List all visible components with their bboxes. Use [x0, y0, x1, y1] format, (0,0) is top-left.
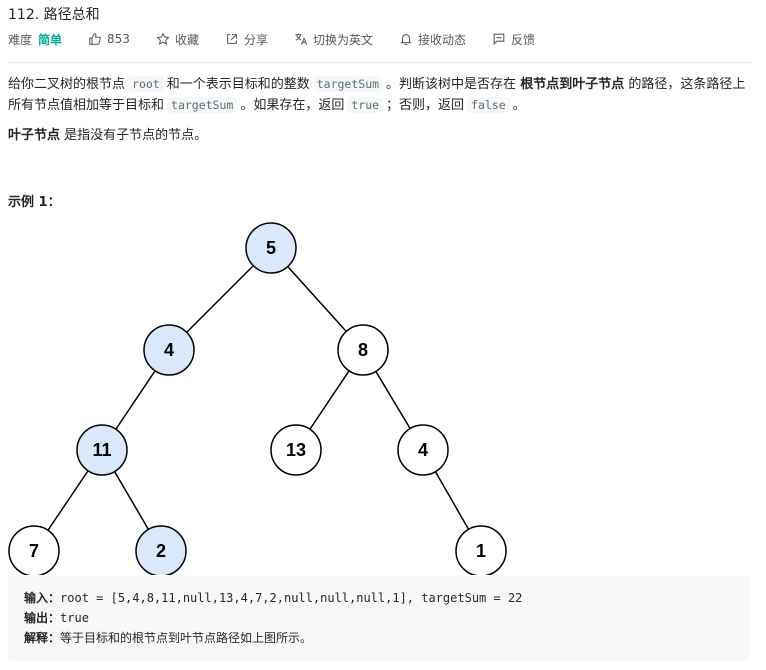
- tree-node-circle: [337, 324, 389, 376]
- desc-text: 给你二叉树的根节点: [8, 77, 126, 92]
- code-root: root: [128, 76, 164, 92]
- tree-node-value: 8: [358, 340, 368, 360]
- code-targetsum-2: targetSum: [167, 97, 238, 113]
- code-true: true: [347, 97, 384, 113]
- difficulty-badge: 简单: [38, 32, 63, 47]
- tree-node-circle: [455, 525, 507, 575]
- explain-label: 解释：: [24, 631, 61, 645]
- tree-node: 2: [135, 525, 187, 575]
- tree-node: 13: [270, 424, 322, 476]
- tree-node-value: 11: [92, 440, 111, 460]
- feedback-icon: [493, 33, 505, 46]
- output-label: 输出：: [24, 611, 61, 625]
- example-output-line: 输出：true: [24, 609, 89, 626]
- tree-node: 11: [76, 424, 128, 476]
- notify-button[interactable]: 接收动态: [399, 31, 466, 48]
- desc-text: 和一个表示目标和的整数: [166, 77, 310, 92]
- problem-title: 112. 路径总和: [8, 7, 100, 23]
- tree-node-circle: [8, 525, 60, 575]
- example-title: 示例 1：: [8, 195, 61, 210]
- description-paragraph-2: 叶子节点 是指没有子节点的节点。: [8, 125, 756, 146]
- tree-node-value: 1: [476, 541, 486, 561]
- tree-node: 4: [397, 424, 449, 476]
- input-value: root = [5,4,8,11,null,13,4,7,2,null,null…: [60, 591, 523, 605]
- bell-icon: [400, 34, 412, 46]
- desc-bold-path: 根节点到叶子节点: [520, 77, 625, 92]
- example-input-line: 输入：root = [5,4,8,11,null,13,4,7,2,null,n…: [24, 589, 522, 606]
- code-false: false: [467, 97, 510, 113]
- share-button[interactable]: 分享: [225, 31, 268, 48]
- tree-node: 7: [8, 525, 60, 575]
- tree-node-value: 7: [29, 541, 39, 561]
- tree-node-value: 4: [164, 340, 174, 360]
- feedback-button[interactable]: 反馈: [492, 31, 535, 48]
- favorite-button[interactable]: 收藏: [156, 31, 199, 48]
- desc-text: 的路径，这条路径上所有节点值相加等于目标和: [8, 77, 746, 113]
- binary-tree-diagram: 5 4 8 11 13 4 7 2 1: [8, 222, 507, 575]
- problem-meta-bar: 难度 简单 853 收藏 分享 切换为英文 接收动态 反馈: [8, 30, 561, 48]
- like-button[interactable]: 853: [88, 32, 130, 46]
- output-value: true: [60, 611, 89, 625]
- header-divider: [8, 62, 752, 63]
- tree-node-circle: [245, 222, 297, 274]
- tree-node-value: 4: [418, 440, 428, 460]
- desc-text: 。判断该树中是否存在: [386, 77, 517, 92]
- notify-label: 接收动态: [417, 32, 466, 47]
- share-icon: [227, 34, 237, 44]
- input-label: 输入：: [24, 591, 61, 605]
- share-label: 分享: [243, 32, 268, 47]
- tree-node: 1: [455, 525, 507, 575]
- feedback-label: 反馈: [511, 32, 536, 47]
- star-icon: [156, 32, 170, 45]
- tree-node-circle: [397, 424, 449, 476]
- example-box: 输入：root = [5,4,8,11,null,13,4,7,2,null,n…: [8, 576, 750, 661]
- translate-icon: [295, 33, 308, 45]
- explain-value: 等于目标和的根节点到叶节点路径如上图所示。: [60, 631, 313, 645]
- tree-node-circle: [143, 324, 195, 376]
- tree-node: 4: [143, 324, 195, 376]
- desc-text: 是指没有子节点的节点。: [64, 128, 208, 143]
- like-count: 853: [107, 32, 130, 46]
- tree-node-circle: [76, 424, 128, 476]
- tree-node-circle: [135, 525, 187, 575]
- switch-language-label: 切换为英文: [312, 32, 373, 47]
- desc-text: 。如果存在，返回: [240, 98, 345, 113]
- favorite-label: 收藏: [174, 32, 199, 47]
- tree-node-value: 2: [156, 541, 166, 561]
- tree-node-value: 13: [286, 440, 306, 460]
- tree-node: 8: [337, 324, 389, 376]
- difficulty-label: 难度: [8, 32, 33, 47]
- desc-text: 。: [512, 98, 526, 113]
- difficulty: 难度 简单: [8, 31, 62, 48]
- desc-bold-leaf: 叶子节点: [8, 128, 61, 143]
- thumbs-up-icon: [89, 33, 101, 45]
- switch-language-button[interactable]: 切换为英文: [294, 31, 373, 48]
- code-targetsum: targetSum: [312, 76, 384, 92]
- example-explain-line: 解释：等于目标和的根节点到叶节点路径如上图所示。: [24, 629, 312, 646]
- tree-node-value: 5: [266, 238, 276, 258]
- tree-node-circle: [270, 424, 322, 476]
- desc-text: ；否则，返回: [386, 98, 465, 113]
- tree-node: 5: [245, 222, 297, 274]
